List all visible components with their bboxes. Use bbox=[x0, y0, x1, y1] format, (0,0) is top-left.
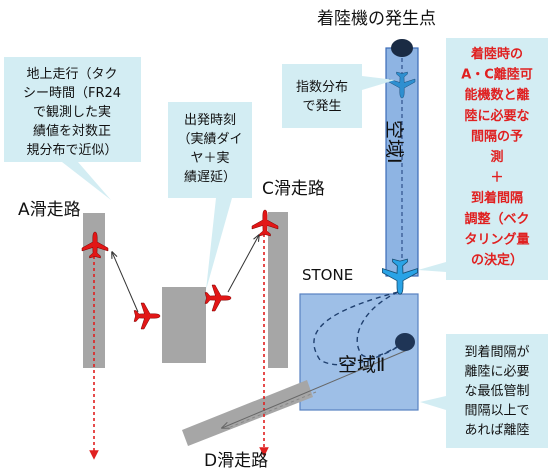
stone-label: STONE bbox=[302, 266, 353, 284]
taxi-line: 績値を対数正 bbox=[33, 123, 111, 139]
landing-arrow bbox=[222, 347, 413, 428]
prediction-line: 陸に必要な bbox=[464, 108, 529, 124]
airspace-1-label: 空域Ⅰ bbox=[383, 120, 405, 164]
release-line: な最低管制 bbox=[464, 384, 529, 399]
prediction-line: A・C離陸可 bbox=[461, 67, 533, 83]
departure-line: 出発時刻 bbox=[184, 113, 236, 128]
taxi-line: 規分布で近似） bbox=[26, 143, 117, 158]
release-line: 到着間隔が bbox=[464, 344, 529, 360]
landing-arrow-dashed bbox=[227, 391, 317, 429]
prediction-line: タリング量 bbox=[464, 231, 529, 247]
prediction-line: 到着間隔 bbox=[471, 190, 523, 206]
callout-taxi bbox=[4, 57, 141, 200]
taxi-arrow bbox=[112, 252, 139, 313]
release-line: 間隔以上で bbox=[464, 404, 529, 419]
runway-c bbox=[268, 212, 288, 368]
airspace-2 bbox=[299, 293, 419, 411]
callout-arrival-generation bbox=[282, 64, 395, 128]
departure-line: （実績ダイ bbox=[177, 131, 242, 147]
airspace-2-label: 空域Ⅱ bbox=[338, 354, 385, 376]
arrival-generation-point bbox=[391, 39, 413, 57]
runway-a-label: A滑走路 bbox=[18, 200, 81, 220]
callout-prediction bbox=[418, 38, 548, 280]
callout-release bbox=[420, 334, 548, 448]
airspace-2-hold-point bbox=[395, 333, 415, 351]
runway-a bbox=[83, 213, 105, 368]
arrival_gen-line: で発生 bbox=[302, 99, 341, 114]
prediction-line: 調整（ベク bbox=[464, 211, 529, 227]
vectoring-path-wide bbox=[313, 291, 406, 366]
arrival_gen-line: 指数分布 bbox=[296, 80, 348, 95]
prediction-line: 着陸時の bbox=[470, 46, 523, 62]
departure-plane-taxi bbox=[133, 302, 161, 330]
release-line: 離陸に必要 bbox=[464, 364, 529, 380]
runway-d bbox=[182, 380, 313, 446]
prediction-line: の決定） bbox=[471, 252, 523, 268]
departure-line: 績遅延） bbox=[184, 170, 236, 185]
prediction-line: 能機数と離 bbox=[464, 87, 529, 103]
taxi-line: シー時間（FR24 bbox=[23, 86, 121, 101]
taxi-line: で観測した実 bbox=[33, 104, 111, 120]
departure-plane-gate bbox=[204, 284, 232, 312]
runway-c-label: C滑走路 bbox=[262, 179, 325, 199]
taxi-line: 地上走行（タク bbox=[26, 67, 117, 82]
diagram-title: 着陸機の発生点 bbox=[317, 9, 436, 29]
prediction-line: 間隔の予 bbox=[471, 128, 523, 144]
release-line: あれば離陸 bbox=[464, 422, 529, 438]
runway-b-block bbox=[162, 287, 206, 363]
runway-d-label: D滑走路 bbox=[204, 451, 268, 471]
prediction-line: ＋ bbox=[490, 171, 503, 186]
departure-line: ヤ＋実 bbox=[190, 150, 229, 166]
prediction-line: 測 bbox=[490, 149, 503, 165]
vectoring-path-narrow bbox=[356, 291, 406, 358]
callout-departure bbox=[168, 102, 252, 290]
departure-arrow bbox=[227, 235, 259, 293]
